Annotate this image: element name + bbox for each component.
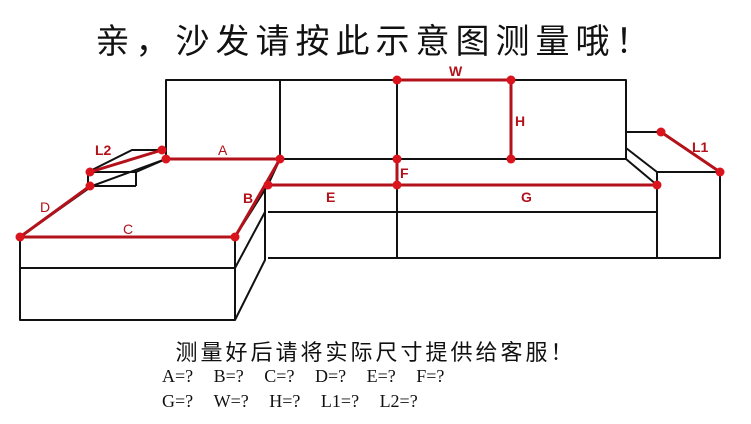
chaise-side: [234, 185, 266, 321]
point: [506, 75, 516, 85]
label-l2: L2: [95, 142, 112, 158]
legend-row: A=? B=? C=? D=? E=? F=?: [162, 366, 460, 387]
back-cushion-4: [510, 79, 627, 160]
label-l1: L1: [692, 139, 709, 155]
point: [392, 75, 402, 85]
label-e: E: [326, 189, 335, 205]
label-f: F: [400, 165, 409, 181]
point: [85, 167, 95, 177]
legend-item-c: C=?: [264, 366, 295, 386]
measure-b: [233, 157, 282, 239]
chaise-front: [19, 236, 236, 321]
point: [161, 154, 171, 164]
legend-item-a: A=?: [162, 366, 194, 386]
point: [15, 232, 25, 242]
page-title: 亲，沙发请按此示意图测量哦！: [95, 22, 656, 62]
point: [506, 154, 516, 164]
point: [85, 181, 95, 191]
point: [715, 167, 725, 177]
legend-item-f: F=?: [416, 366, 445, 386]
legend-row: G=? W=? H=? L1=? L2=?: [162, 391, 434, 412]
legend-item-l2: L2=?: [379, 391, 418, 411]
label-w: W: [449, 63, 463, 79]
label-b: B: [243, 190, 253, 206]
legend-item-g: G=?: [162, 391, 194, 411]
point: [230, 232, 240, 242]
label-d: D: [40, 199, 50, 215]
instruction-text: 测量好后请将实际尺寸提供给客服！: [175, 341, 576, 366]
measure-l2: [88, 148, 164, 174]
legend-item-l1: L1=?: [320, 391, 360, 411]
label-g: G: [521, 189, 532, 205]
legend-item-w: W=?: [213, 391, 249, 411]
legend-item-e: E=?: [366, 366, 396, 386]
back-cushion-2: [279, 79, 398, 160]
legend-item-d: D=?: [314, 366, 347, 386]
back-cushion-3: [396, 79, 512, 160]
label-c: C: [123, 221, 133, 237]
point: [652, 180, 662, 190]
measure-l1: [659, 130, 722, 174]
label-a: A: [218, 142, 228, 158]
point: [392, 154, 402, 164]
point: [656, 127, 666, 137]
legend-item-b: B=?: [213, 366, 244, 386]
legend-item-h: H=?: [269, 391, 301, 411]
point: [263, 180, 273, 190]
measure-d: [18, 184, 92, 239]
label-h: H: [515, 113, 525, 129]
point: [157, 145, 167, 155]
point: [392, 180, 402, 190]
point: [275, 154, 285, 164]
